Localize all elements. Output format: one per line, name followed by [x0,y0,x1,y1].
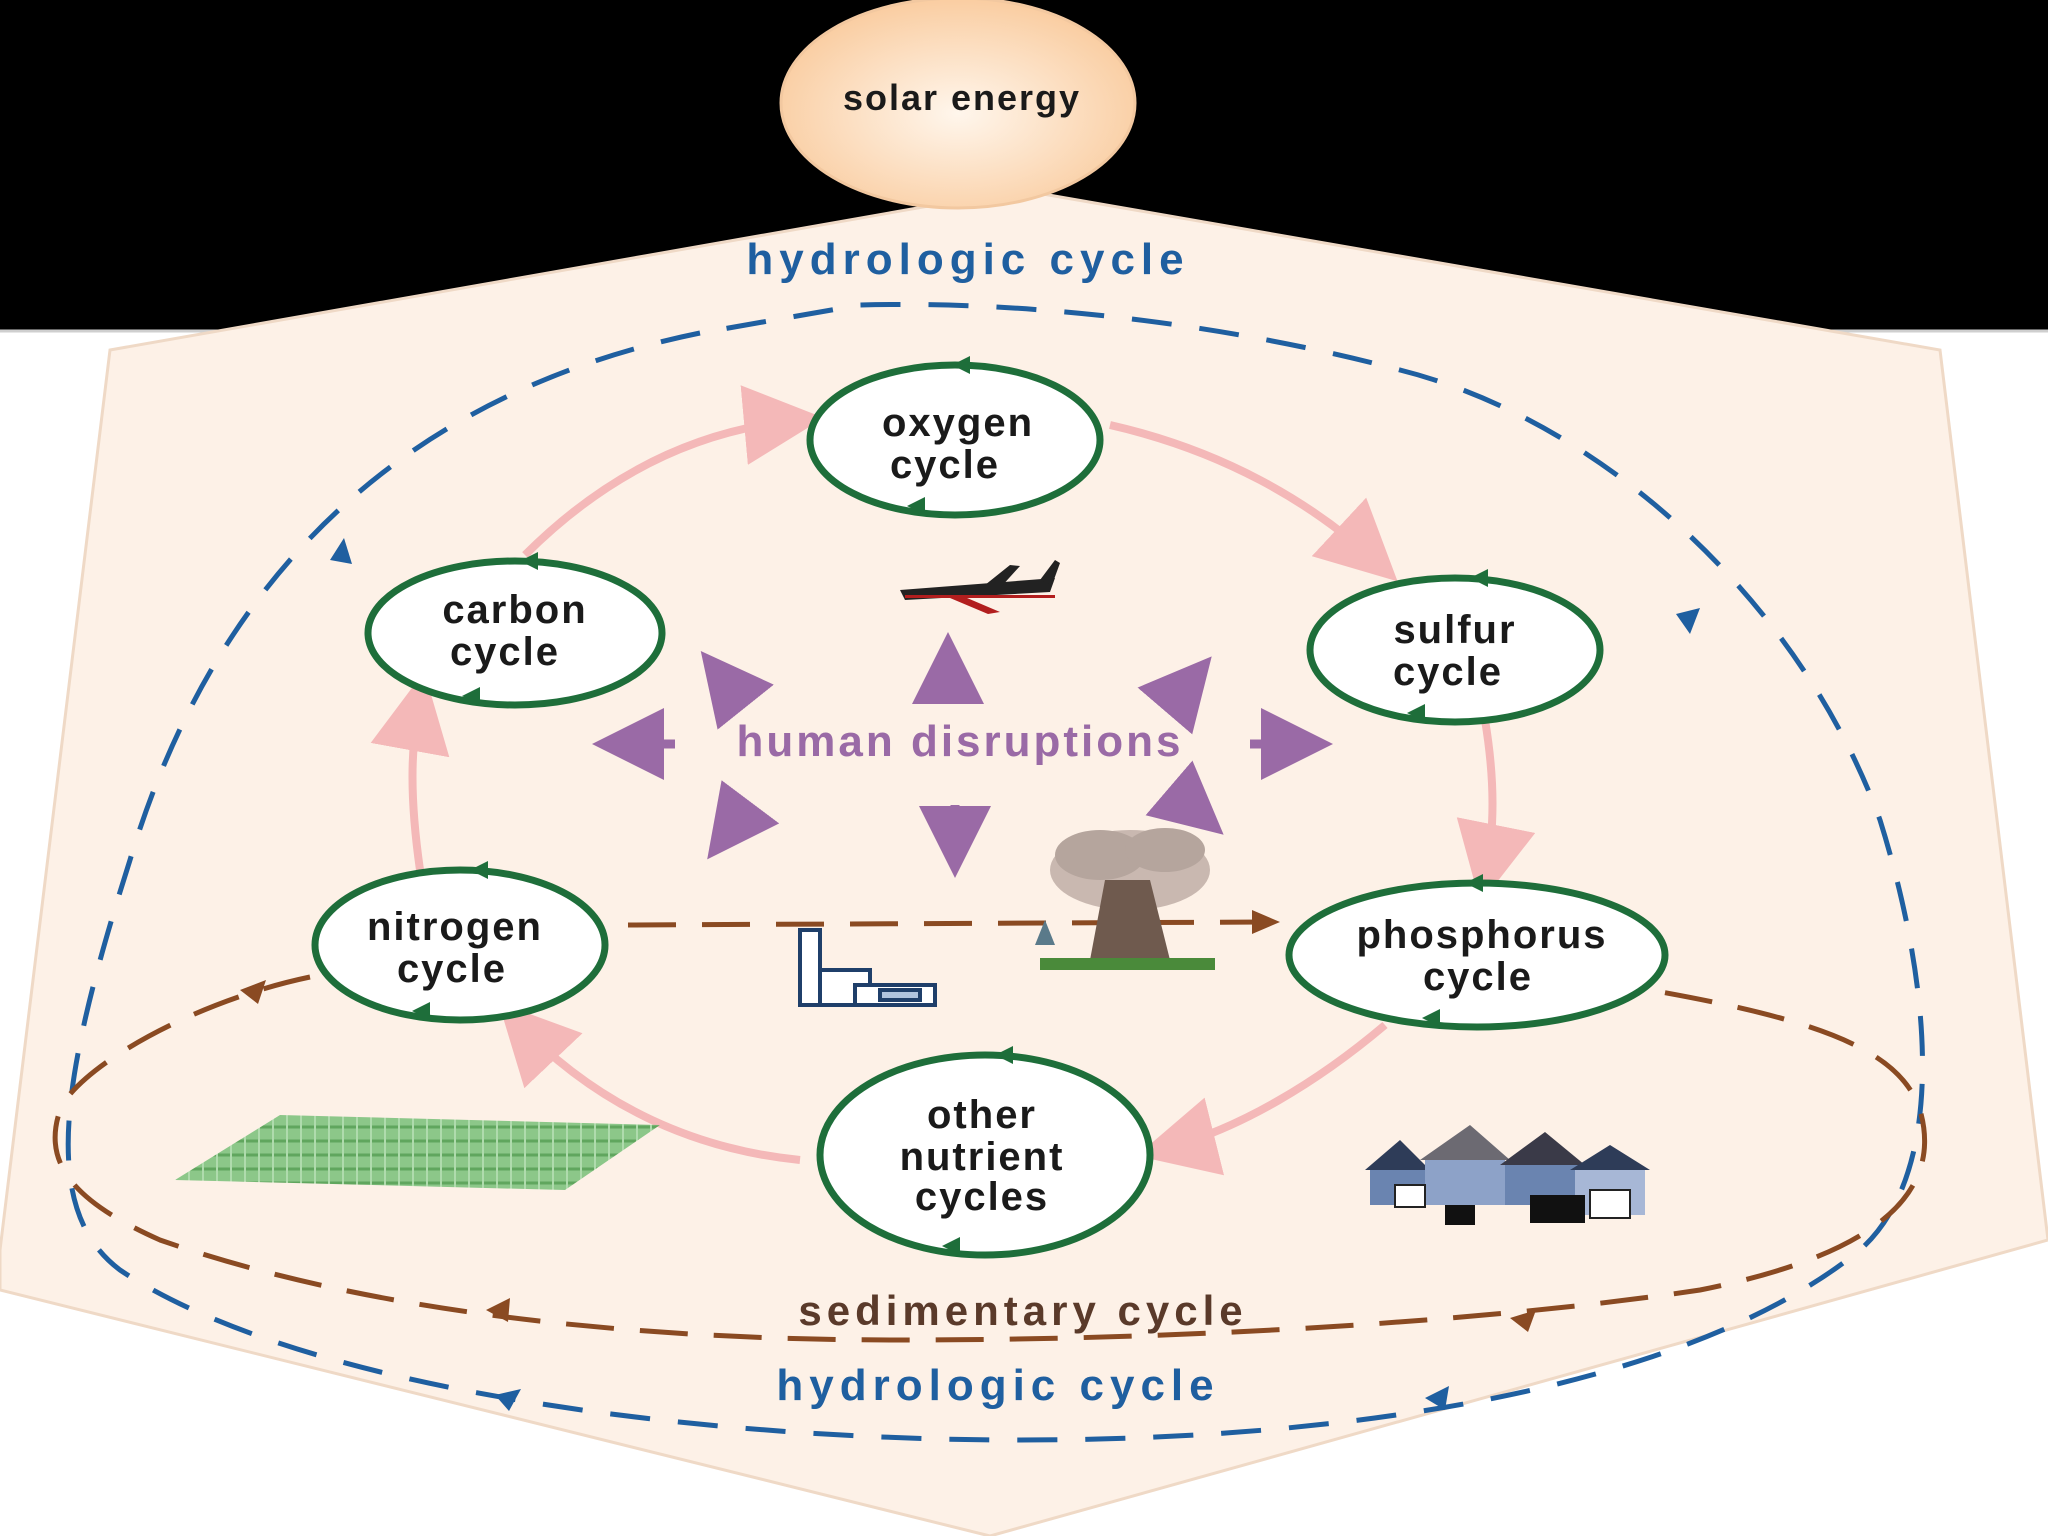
node-oxygen-cycle: oxygen cycle [806,356,1104,519]
svg-text:cycle: cycle [1393,650,1503,694]
svg-text:cycle: cycle [397,947,507,991]
volcano-icon [1035,828,1215,970]
svg-text:nitrogen: nitrogen [367,905,543,949]
node-other-nutrient-cycles: other nutrient cycles [816,1046,1154,1259]
svg-text:cycle: cycle [890,443,1000,487]
node-sulfur-cycle: sulfur cycle [1306,569,1604,726]
farmland-icon [175,1115,660,1190]
svg-text:cycle: cycle [1423,955,1533,999]
svg-text:sulfur: sulfur [1393,608,1516,652]
solar-energy-label: solar energy [843,77,1081,118]
node-nitrogen-cycle: nitrogen cycle [311,861,609,1024]
sedimentary-cycle-label: sedimentary cycle [798,1287,1247,1334]
solar-energy-bubble [779,0,1137,210]
hydro-arrow-bottom-right [1425,1386,1449,1410]
svg-text:other: other [927,1093,1037,1137]
sediment-arrow-bottom-right [1510,1310,1536,1332]
human-disruptions-label: human disruptions [737,717,1184,766]
sediment-arrow-left [240,980,266,1004]
pink-flow-arrows [370,385,1536,1176]
human-disruption-arrows [592,632,1333,878]
hydrologic-cycle-top-label: hydrologic cycle [746,235,1189,284]
hydrologic-cycle-bottom-label: hydrologic cycle [776,1361,1219,1410]
factory-icon [798,928,937,1007]
node-carbon-cycle: carbon cycle [364,552,666,709]
sedimentary-cycle-loop [52,974,1928,1343]
svg-text:carbon: carbon [442,588,587,632]
svg-text:oxygen: oxygen [882,401,1034,445]
hydrologic-cycle-loop [65,301,1925,1443]
node-phosphorus-cycle: phosphorus cycle [1285,874,1669,1031]
town-icon [1365,1125,1650,1225]
sediment-link-arrow [1252,910,1280,934]
svg-text:cycle: cycle [450,630,560,674]
svg-text:nutrient: nutrient [900,1135,1065,1179]
hydro-arrow-bottom-left [495,1389,521,1411]
svg-text:phosphorus: phosphorus [1356,913,1607,957]
airplane-icon [900,560,1060,614]
svg-text:cycles: cycles [915,1175,1049,1219]
sediment-link-line [627,919,1266,928]
hydro-arrow-right [1676,608,1700,634]
hydro-arrow-left [330,538,352,564]
sediment-arrow-bottom-left [486,1298,510,1322]
